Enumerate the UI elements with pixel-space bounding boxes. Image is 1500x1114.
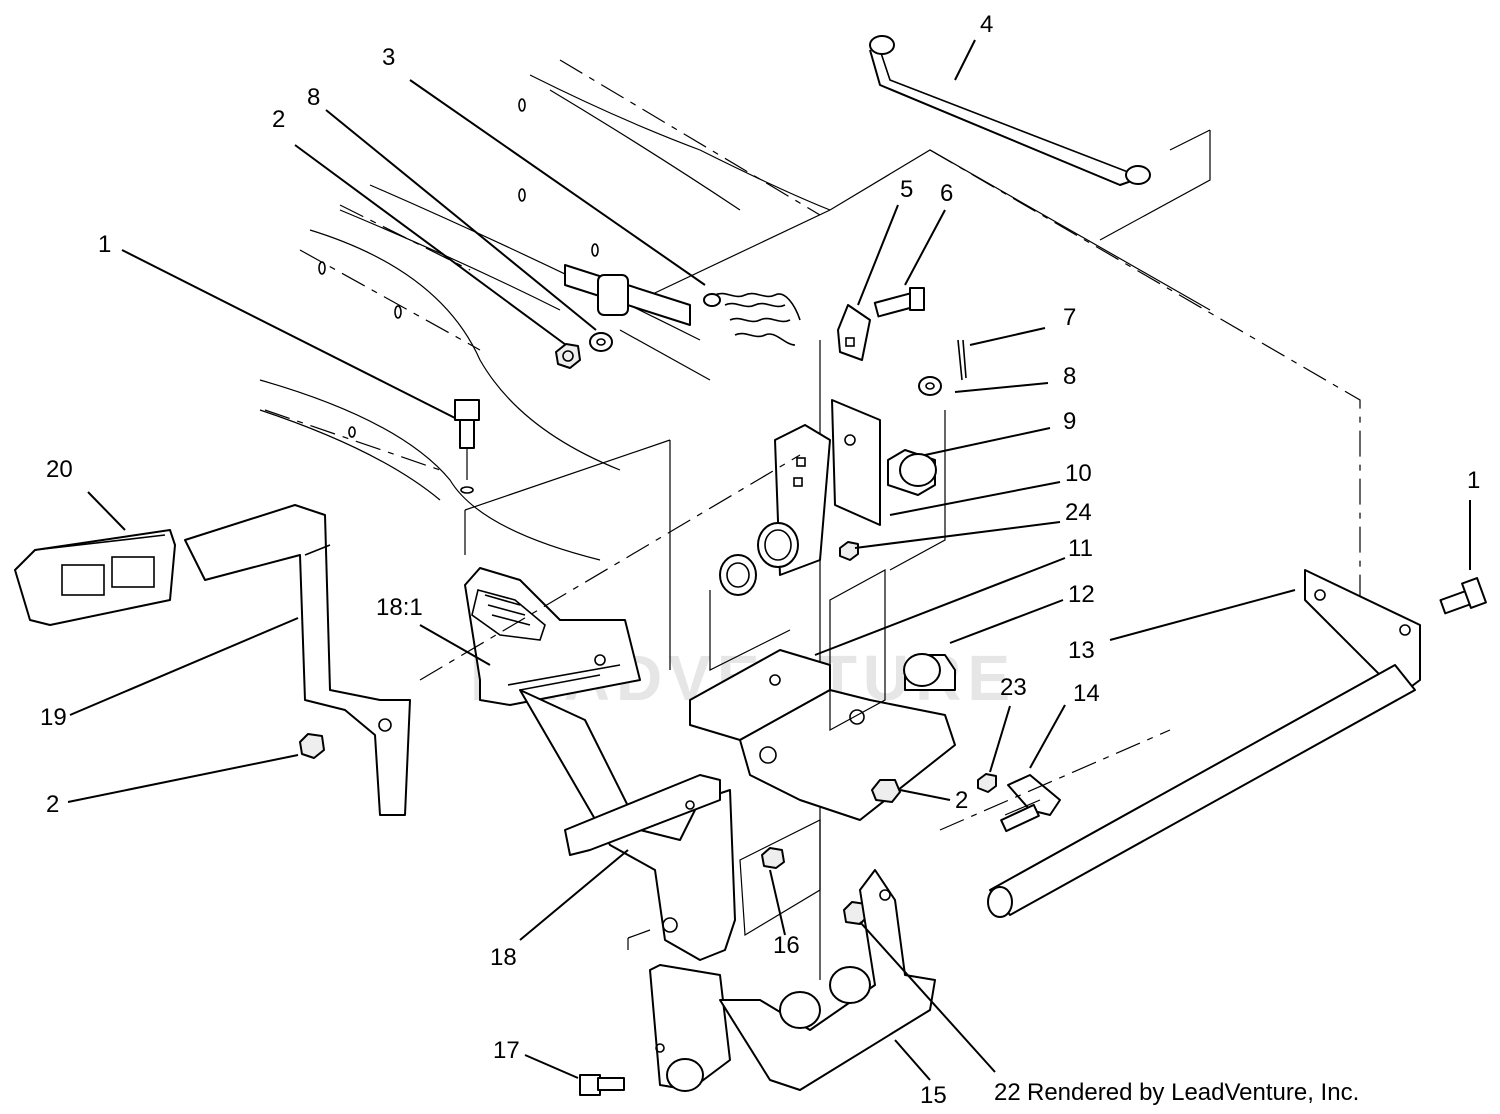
part-bushing-upper (887, 449, 937, 496)
callout-1-left: 1 (98, 231, 111, 258)
callout-18: 18 (490, 944, 517, 971)
leader-lines (67, 39, 1471, 1081)
construction-lines (419, 454, 1171, 950)
callout-2-left: 2 (46, 791, 59, 818)
part-shaft-assembly (987, 569, 1421, 918)
callout-10: 10 (1065, 460, 1092, 487)
part-pedal-pad (14, 529, 176, 626)
part-nut-center (871, 779, 901, 803)
part-bolt-17 (579, 1074, 625, 1096)
part-clip-and-bolt (837, 287, 925, 361)
callout-8-top: 8 (307, 84, 320, 111)
callout-1-right: 1 (1467, 467, 1480, 494)
part-pedal-arm (184, 504, 411, 816)
frame-holes (318, 98, 599, 438)
callout-3: 3 (382, 44, 395, 71)
part-nut-16 (761, 847, 785, 869)
callout-15: 15 (920, 1082, 947, 1109)
part-spring (564, 264, 801, 381)
callout-22: 22 (994, 1079, 1021, 1106)
part-lower-bracket (649, 869, 936, 1092)
callout-6: 6 (940, 180, 953, 207)
callout-4: 4 (980, 11, 993, 38)
part-rod (869, 35, 1151, 186)
callout-labels: 1 2 8 3 4 5 6 7 8 9 10 24 11 12 13 1 23 … (40, 11, 1480, 1109)
part-brake-pedal (464, 567, 641, 706)
callout-2-center: 2 (955, 787, 968, 814)
part-nut-left (299, 733, 325, 759)
callout-14: 14 (1073, 680, 1100, 707)
part-lever-bracket (689, 649, 956, 821)
callout-12: 12 (1068, 581, 1095, 608)
callout-19: 19 (40, 704, 67, 731)
part-eyebolt (977, 773, 1061, 833)
callout-8-right: 8 (1063, 363, 1076, 390)
callout-18-1: 18:1 (376, 594, 423, 621)
callout-13: 13 (1068, 637, 1095, 664)
part-bolt-right (1439, 577, 1487, 615)
callout-24: 24 (1065, 499, 1092, 526)
callout-20: 20 (46, 456, 73, 483)
render-credit: Rendered by LeadVenture, Inc. (1027, 1079, 1359, 1106)
callout-17: 17 (493, 1037, 520, 1064)
frame-outline (259, 59, 1361, 980)
callout-23: 23 (1000, 674, 1027, 701)
callout-11: 11 (1068, 535, 1093, 562)
part-cotter-washer (918, 339, 967, 396)
callout-2-top: 2 (272, 106, 285, 133)
part-bushing-pair (719, 522, 799, 596)
callout-7: 7 (1063, 304, 1076, 331)
hardware-nut-washer (555, 332, 613, 369)
part-small-nut (839, 541, 859, 561)
part-pedal-bracket (519, 689, 736, 961)
callout-16: 16 (773, 932, 800, 959)
part-bushing-mid (903, 653, 956, 691)
callout-9: 9 (1063, 408, 1076, 435)
part-bolt-left (454, 399, 480, 494)
callout-5: 5 (900, 176, 913, 203)
